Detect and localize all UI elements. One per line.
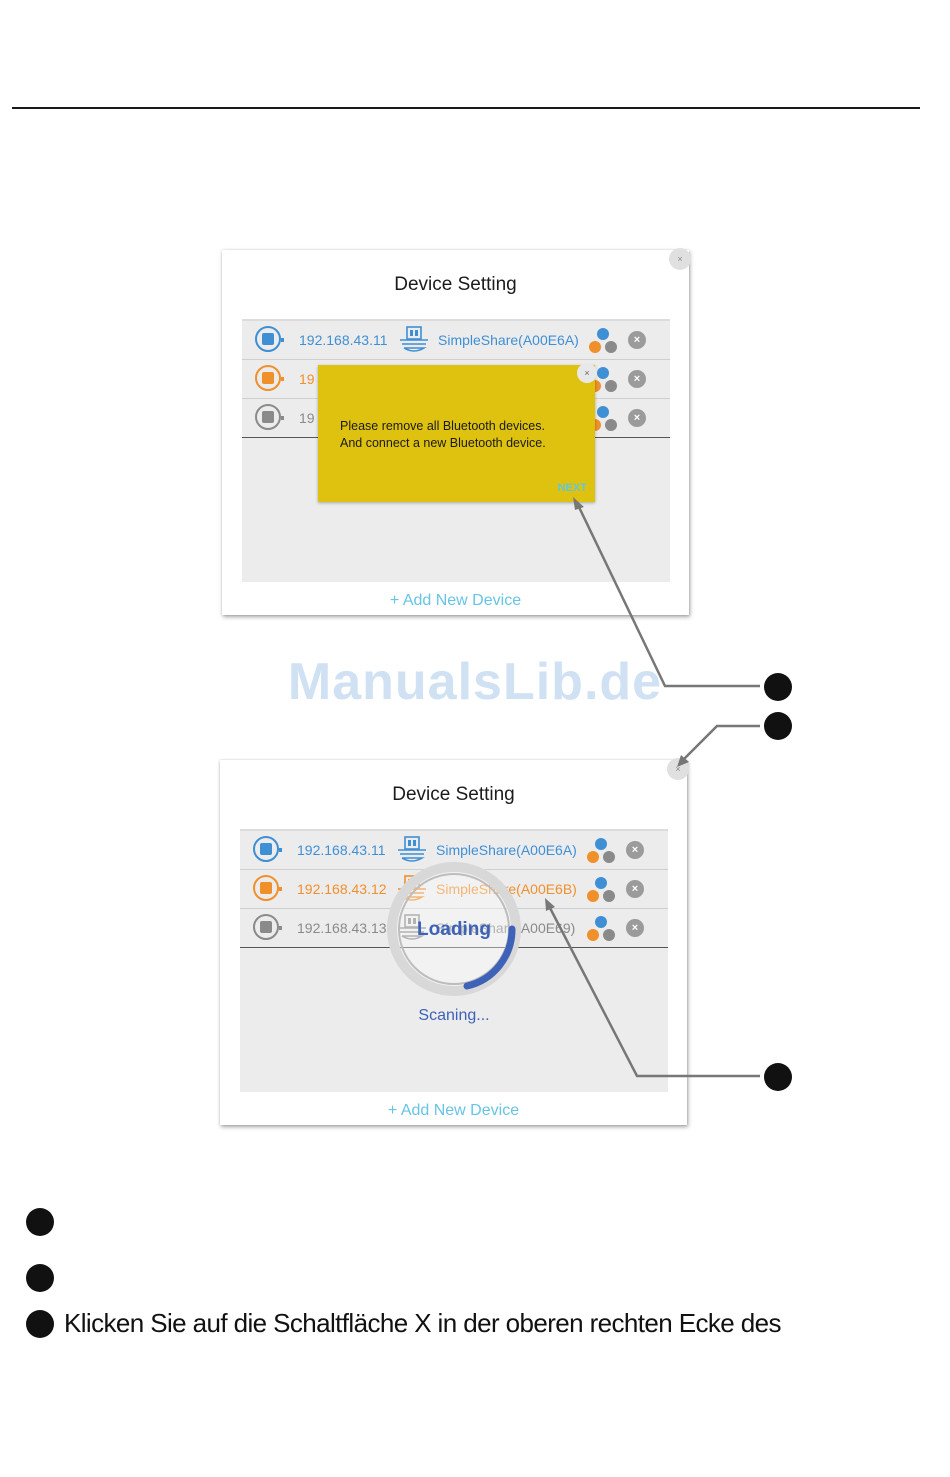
device-ip-fragment: 19 — [299, 371, 315, 387]
panel-close-button[interactable]: × — [669, 248, 691, 270]
header-rule — [12, 107, 920, 109]
device-setting-panel-top: × Device Setting 192.168.43.11 SimpleSha… — [222, 248, 691, 615]
panel-close-button[interactable]: × — [667, 758, 689, 780]
remove-device-button[interactable]: × — [628, 331, 646, 349]
device-ip: 192.168.43.12 — [297, 881, 387, 897]
watermark: ManualsLib.de — [287, 653, 663, 711]
status-icon — [255, 404, 284, 430]
bluetooth-popup: × Please remove all Bluetooth devices. A… — [318, 363, 597, 502]
remove-device-button[interactable]: × — [626, 841, 644, 859]
status-icon — [255, 326, 284, 352]
color-dots-icon — [587, 877, 615, 902]
remove-device-button[interactable]: × — [626, 880, 644, 898]
remove-device-button[interactable]: × — [626, 919, 644, 937]
add-new-device-link[interactable]: + Add New Device — [389, 592, 522, 609]
device-ip: 192.168.43.13 — [297, 920, 387, 936]
usb-dongle-icon — [400, 326, 428, 352]
device-setting-panel-bottom: × Device Setting 192.168.43.11 SimpleSha… — [220, 758, 689, 1125]
color-dots-icon — [587, 916, 615, 941]
device-row[interactable]: 192.168.43.11 SimpleShare(A00E6A) × — [242, 321, 670, 360]
device-ip: 192.168.43.11 — [299, 332, 388, 348]
add-new-device-link[interactable]: + Add New Device — [387, 1102, 520, 1119]
status-icon — [255, 365, 284, 391]
device-ip-fragment: 19 — [299, 410, 315, 426]
device-row[interactable]: 192.168.43.11 SimpleShare(A00E6A) × — [240, 831, 668, 870]
callout-marker-2 — [764, 712, 792, 740]
remove-device-button[interactable]: × — [628, 409, 646, 427]
scanning-label: Scaning... — [418, 1007, 490, 1024]
device-name: SimpleShare(A00E6B) — [436, 881, 577, 897]
popup-message-line2: And connect a new Bluetooth device. — [340, 436, 546, 450]
color-dots-icon — [589, 328, 617, 353]
popup-message-line1: Please remove all Bluetooth devices. — [340, 419, 545, 433]
usb-dongle-icon — [398, 875, 426, 901]
status-icon — [253, 914, 282, 940]
status-icon — [253, 875, 282, 901]
device-name: SimpleShare(A00E6A) — [436, 842, 577, 858]
instruction-text: Klicken Sie auf die Schaltfläche X in de… — [64, 1308, 782, 1338]
device-row[interactable]: 192.168.43.12 SimpleShare(A00E6B) × — [240, 870, 668, 909]
legend-marker-1 — [26, 1208, 54, 1236]
legend-marker-2 — [26, 1264, 54, 1292]
panel-title: Device Setting — [394, 274, 517, 295]
device-ip: 192.168.43.11 — [297, 842, 386, 858]
callout-marker-1 — [764, 673, 792, 701]
loading-label: Loading — [417, 919, 491, 940]
panel-title: Device Setting — [392, 784, 515, 805]
remove-device-button[interactable]: × — [628, 370, 646, 388]
usb-dongle-icon — [398, 836, 426, 862]
popup-next-button[interactable]: NEXT — [557, 482, 587, 494]
device-list: 192.168.43.11 SimpleShare(A00E6A) × 192.… — [240, 829, 668, 1092]
legend-marker-3 — [26, 1310, 54, 1338]
color-dots-icon — [587, 838, 615, 863]
popup-close-button[interactable]: × — [577, 363, 597, 383]
callout-marker-3 — [764, 1063, 792, 1091]
device-name: SimpleShare(A00E6A) — [438, 332, 579, 348]
status-icon — [253, 836, 282, 862]
